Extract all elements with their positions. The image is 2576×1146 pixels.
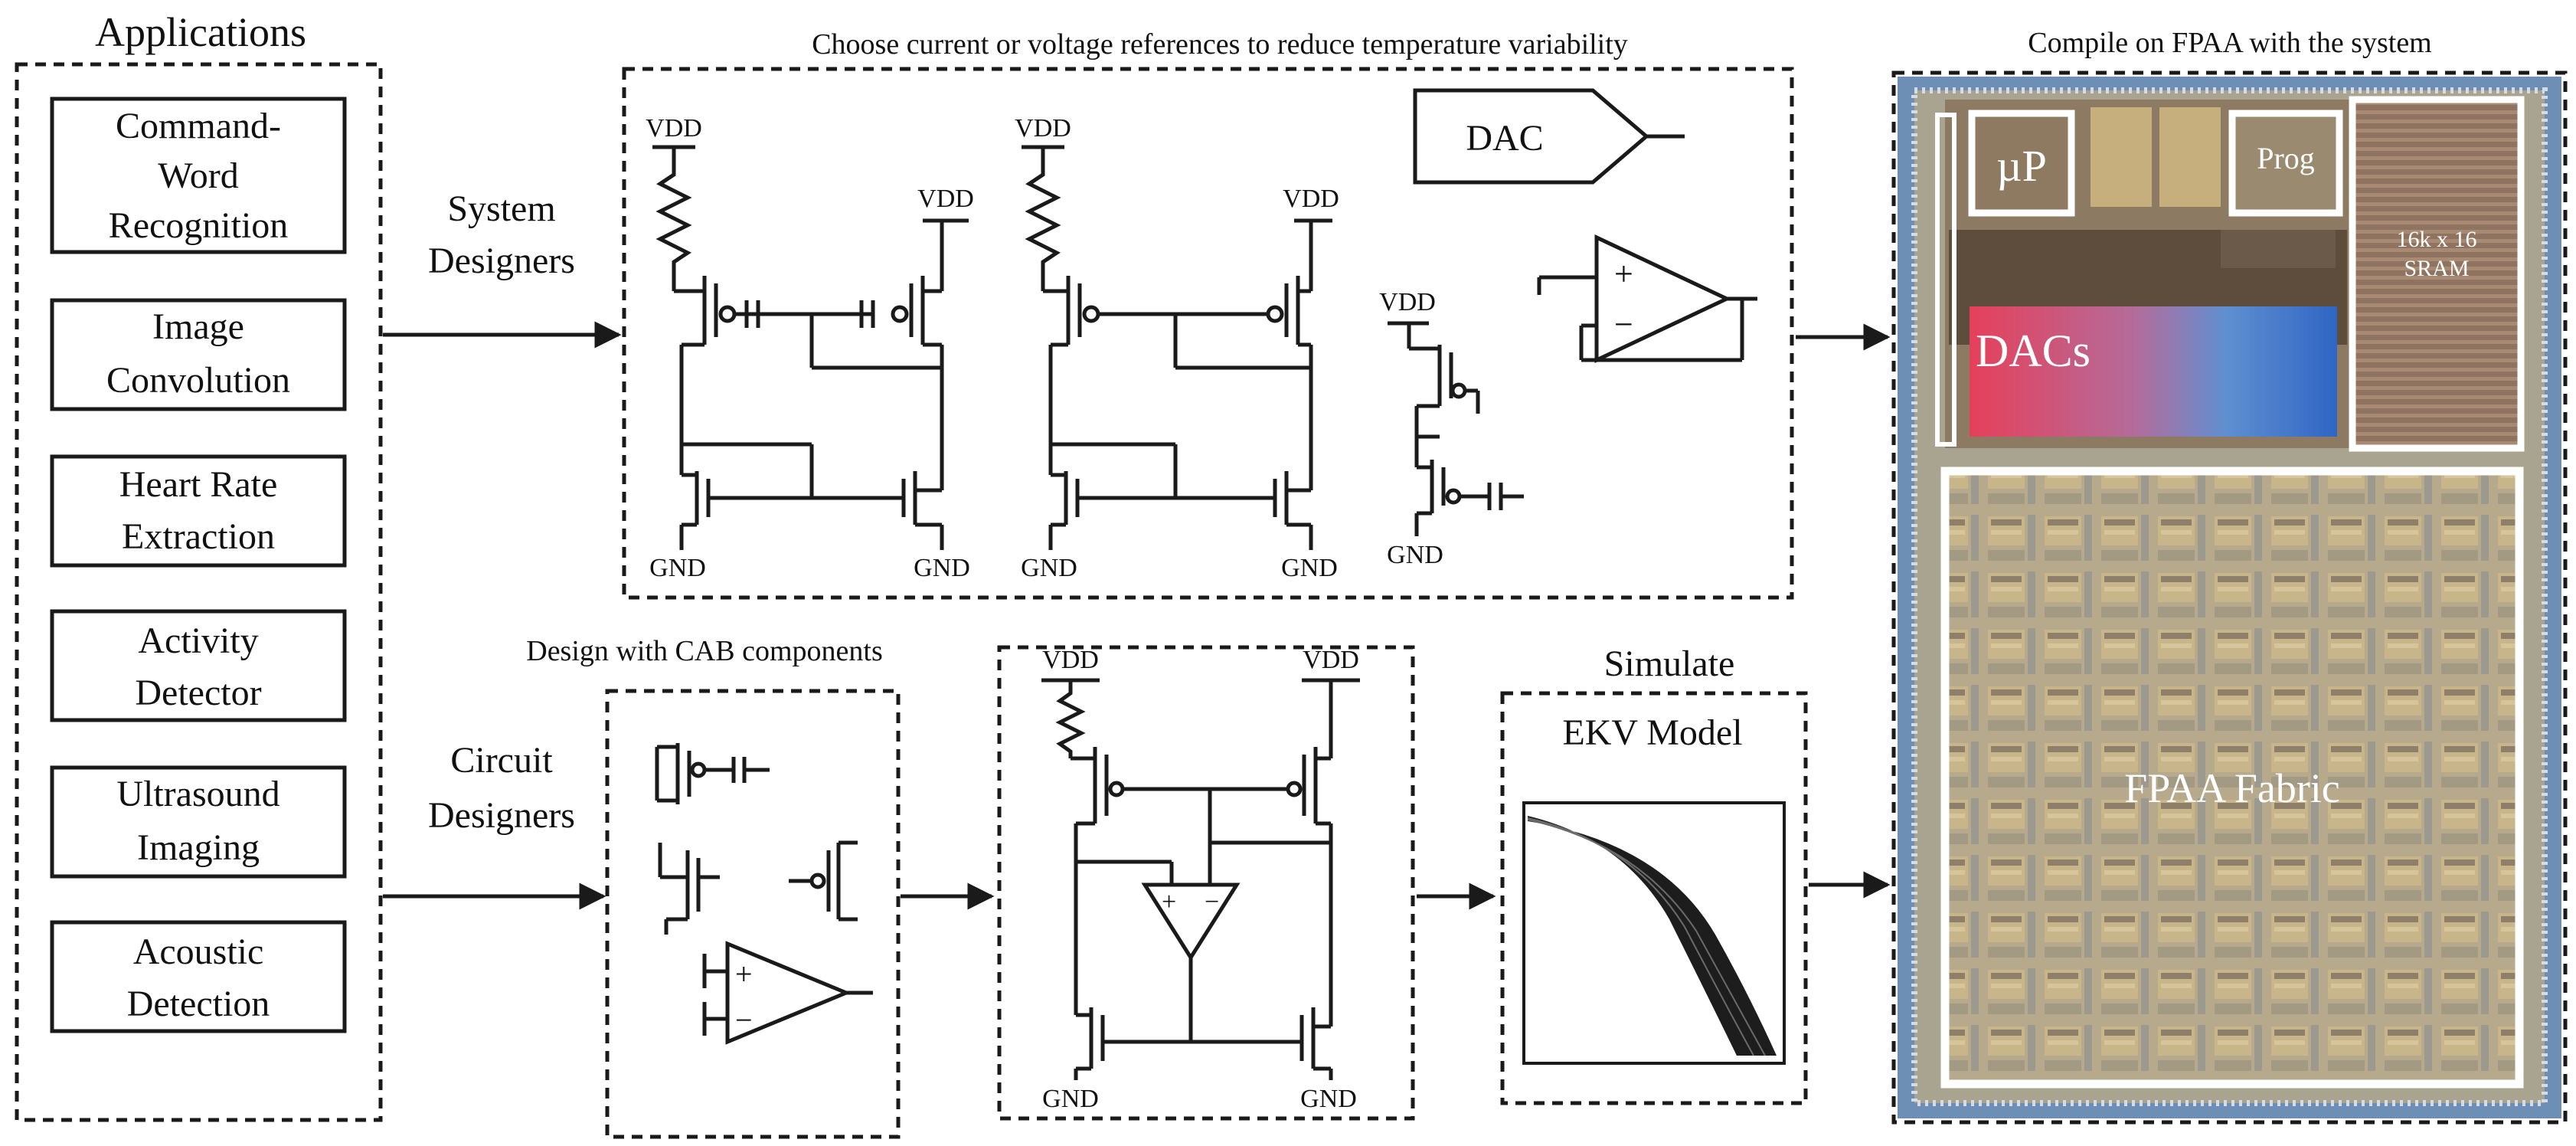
svg-text:Image: Image — [152, 306, 244, 347]
system-designers-label-1: System — [447, 188, 555, 229]
system-designers-label-2: Designers — [428, 241, 575, 281]
circuit-designers-label-2: Designers — [428, 795, 575, 836]
cab-components: + − — [655, 743, 873, 1045]
svg-text:Recognition: Recognition — [109, 205, 289, 246]
reference-circuit-2: VDD VDD GND GND — [1015, 114, 1339, 582]
prog-block — [2228, 110, 2343, 217]
app-item-activity-detector: Activity Detector — [50, 609, 347, 722]
chip-panel — [1891, 70, 2568, 1125]
svg-text:VDD: VDD — [1283, 185, 1339, 213]
cab-panel — [605, 689, 901, 1139]
svg-text:Extraction: Extraction — [122, 516, 275, 557]
svg-text:VDD: VDD — [1379, 288, 1436, 316]
app-item-acoustic: Acoustic Detection — [50, 920, 347, 1033]
svg-text:Heart Rate: Heart Rate — [119, 464, 278, 505]
svg-text:GND: GND — [1387, 541, 1443, 569]
svg-text:+: + — [1614, 255, 1633, 293]
svg-text:FPAA Fabric: FPAA Fabric — [2124, 765, 2340, 811]
svg-text:Prog: Prog — [2257, 141, 2315, 175]
svg-text:DAC: DAC — [1466, 118, 1543, 159]
sram-block — [2349, 96, 2525, 452]
svg-text:GND: GND — [1300, 1085, 1357, 1113]
svg-text:SRAM: SRAM — [2404, 256, 2469, 281]
designed-circuit-panel — [997, 645, 1415, 1121]
reference-circuit-1: VDD VDD GND — [646, 114, 974, 582]
references-title: Choose current or voltage references to … — [812, 28, 1628, 61]
svg-text:Detector: Detector — [135, 673, 261, 713]
svg-text:+: + — [735, 957, 753, 991]
svg-text:µP: µP — [1996, 141, 2047, 191]
svg-text:Ultrasound: Ultrasound — [116, 774, 280, 814]
svg-text:VDD: VDD — [1015, 114, 1071, 142]
circuit-designers-label-1: Circuit — [450, 740, 553, 781]
cab-title: Design with CAB components — [526, 635, 882, 667]
svg-text:GND: GND — [1021, 554, 1077, 582]
svg-text:VDD: VDD — [1303, 646, 1359, 674]
app-item-heart-rate: Heart Rate Extraction — [50, 454, 347, 568]
applications-heading: Applications — [95, 9, 306, 55]
svg-text:VDD: VDD — [1042, 646, 1099, 674]
app-item-command-word: Command- Word Recognition — [50, 97, 347, 254]
svg-text:Detection: Detection — [127, 984, 270, 1024]
simulate-title: Simulate — [1604, 643, 1735, 684]
svg-text:−: − — [1205, 888, 1219, 916]
svg-text:Command-: Command- — [116, 106, 281, 146]
dac-block: DAC — [1413, 88, 1685, 185]
svg-text:Acoustic: Acoustic — [133, 932, 264, 972]
svg-text:Word: Word — [158, 156, 238, 196]
svg-text:+: + — [1162, 888, 1176, 916]
references-panel — [622, 67, 1794, 600]
svg-text:VDD: VDD — [917, 185, 974, 213]
chip-photo: µP Prog 16k x 16 SRAM DACs FPAA Fabric — [1898, 77, 2561, 1118]
simulate-panel — [1500, 691, 1808, 1105]
svg-text:Imaging: Imaging — [137, 827, 260, 868]
ekv-model-label: EKV Model — [1562, 712, 1742, 753]
svg-text:−: − — [735, 1003, 753, 1037]
svg-text:−: − — [1614, 306, 1633, 343]
app-item-image-convolution: Image Convolution — [50, 298, 347, 411]
svg-text:Activity: Activity — [138, 620, 258, 661]
fpaa-fabric-block — [1940, 467, 2524, 1089]
app-item-ultrasound: Ultrasound Imaging — [50, 765, 347, 879]
microprocessor-block — [1968, 110, 2075, 217]
svg-text:Convolution: Convolution — [106, 360, 290, 401]
ekv-plot — [1522, 801, 1786, 1065]
svg-text:GND: GND — [1281, 554, 1338, 582]
svg-text:VDD: VDD — [646, 114, 702, 142]
designed-circuit: VDD VDD + − — [1041, 646, 1360, 1113]
svg-text:GND: GND — [914, 554, 970, 582]
svg-text:GND: GND — [1042, 1085, 1099, 1113]
applications-panel — [15, 62, 383, 1122]
reference-circuit-3: VDD GND — [1379, 288, 1524, 569]
svg-text:GND: GND — [649, 554, 706, 582]
opamp-follower: + − — [1537, 234, 1757, 363]
svg-text:16k x 16: 16k x 16 — [2397, 227, 2477, 252]
chip-title: Compile on FPAA with the system — [2028, 27, 2432, 59]
dacs-label: DACs — [1976, 326, 2091, 376]
